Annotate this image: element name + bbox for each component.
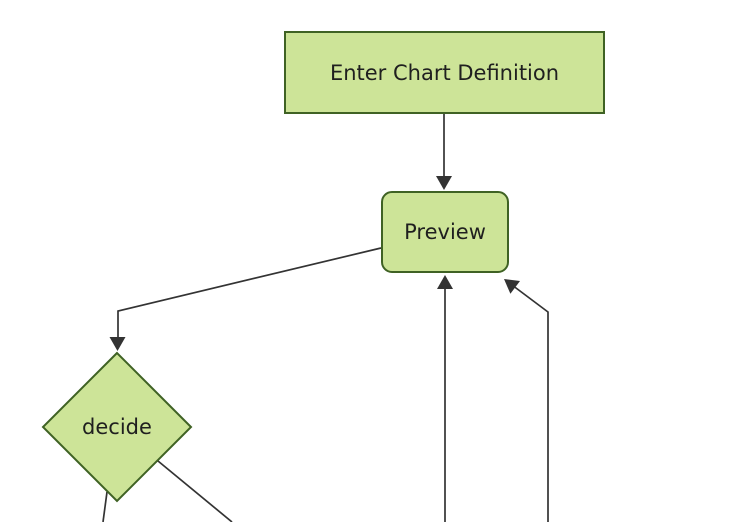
node-preview [381, 191, 509, 273]
edge-bottomright-to-preview [511, 284, 549, 522]
arrowhead-into-preview-corner [504, 279, 520, 294]
edge-decide-to-offscreen-right [157, 460, 233, 522]
edge-decide-to-offscreen-left [102, 491, 108, 522]
arrowhead-into-preview-top [436, 176, 452, 190]
arrowhead-into-decide-top [109, 337, 126, 351]
arrowhead-into-preview-bottom [437, 275, 453, 289]
node-enter-chart-definition [284, 31, 605, 114]
node-decide [41, 351, 193, 503]
edge-preview-to-decide [117, 247, 382, 340]
